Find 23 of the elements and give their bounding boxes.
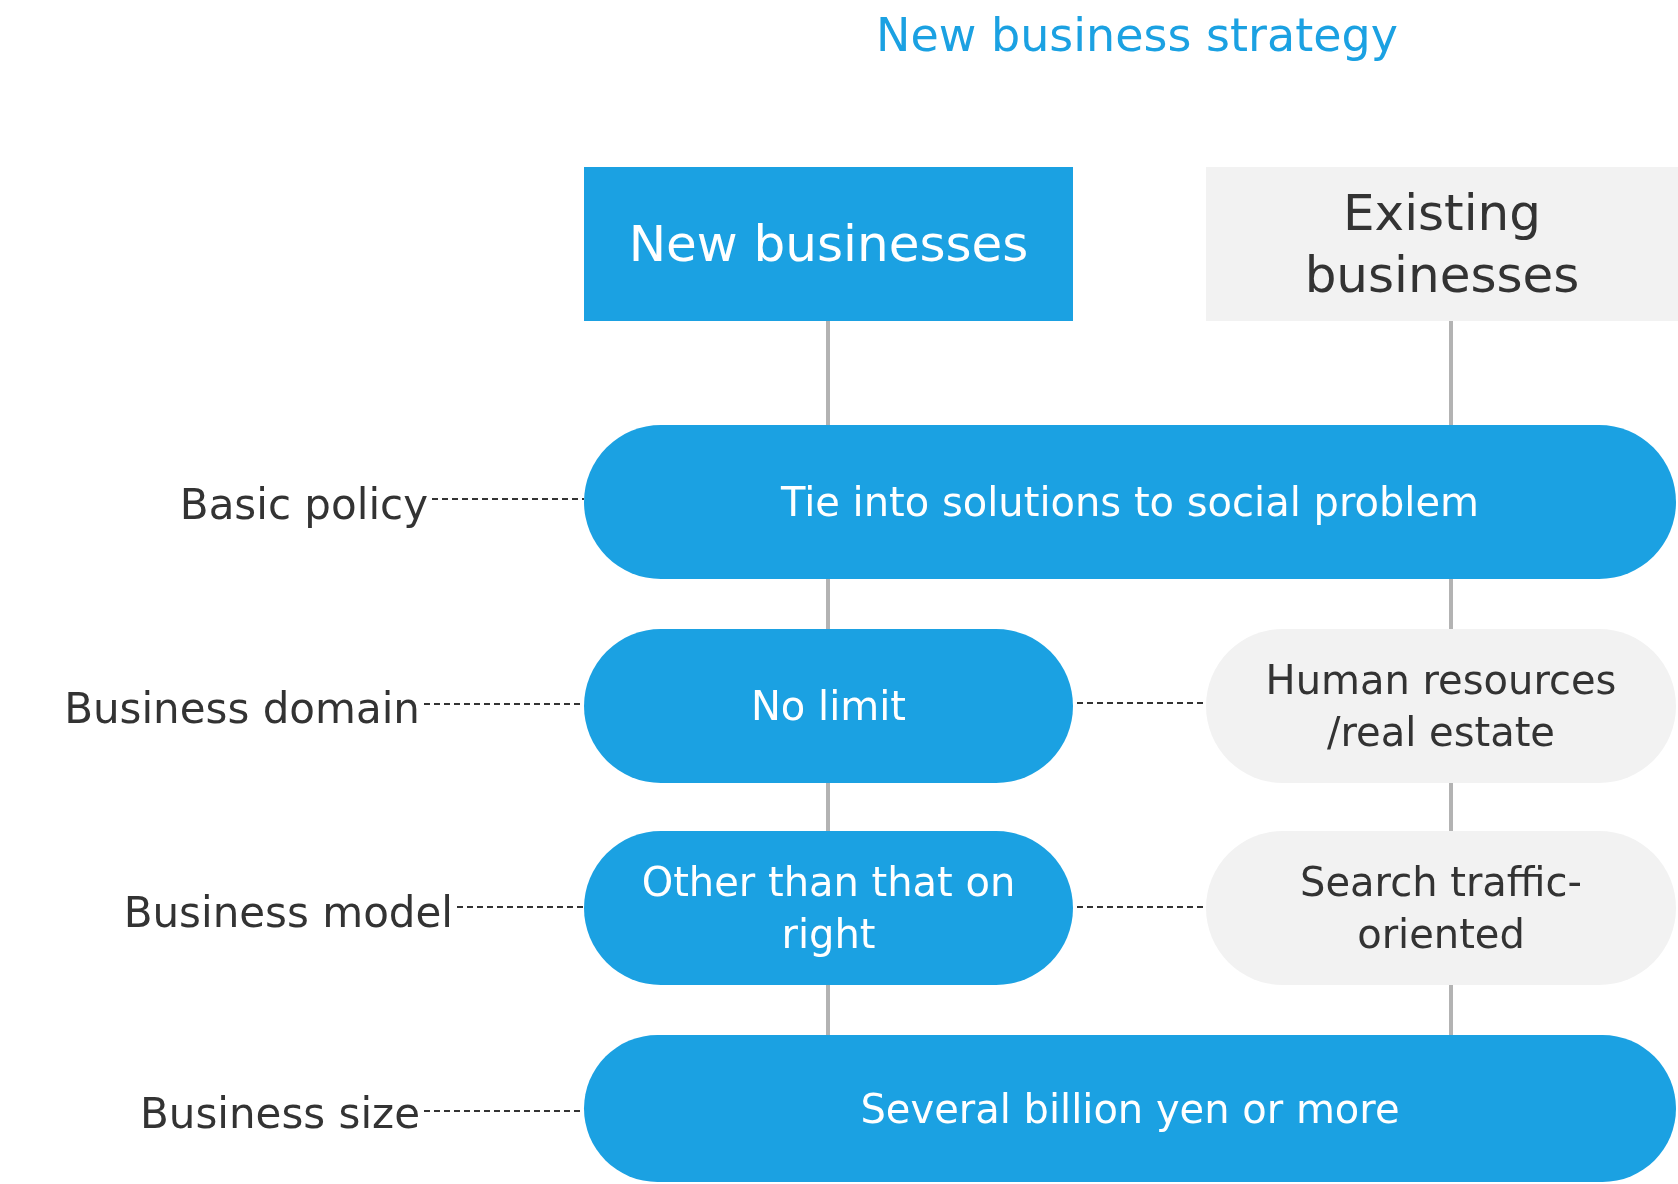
connector-line	[1449, 783, 1453, 831]
connector-line	[826, 783, 830, 831]
connector-line	[826, 321, 830, 425]
leader-line	[456, 906, 585, 908]
row-label: Business model	[123, 887, 453, 937]
row-label: Basic policy	[179, 479, 428, 529]
connector-line	[826, 985, 830, 1035]
rounded-node: No limit	[584, 629, 1073, 783]
connector-line	[1449, 985, 1453, 1035]
column-header: New businesses	[584, 167, 1073, 321]
connector-line	[826, 579, 830, 629]
connector-line	[1449, 321, 1453, 425]
rounded-node: Human resources /real estate	[1206, 629, 1676, 783]
row-label: Business domain	[64, 683, 420, 733]
leader-line	[431, 498, 585, 500]
connector-line	[1449, 579, 1453, 629]
rounded-node: Several billion yen or more	[584, 1035, 1676, 1182]
row-label: Business size	[140, 1088, 420, 1138]
rounded-node: Tie into solutions to social problem	[584, 425, 1676, 579]
diagram-title: New business strategy	[875, 8, 1399, 62]
rounded-node: Search traffic-oriented	[1206, 831, 1676, 985]
column-header: Existing businesses	[1206, 167, 1678, 321]
rounded-node: Other than that on right	[584, 831, 1073, 985]
